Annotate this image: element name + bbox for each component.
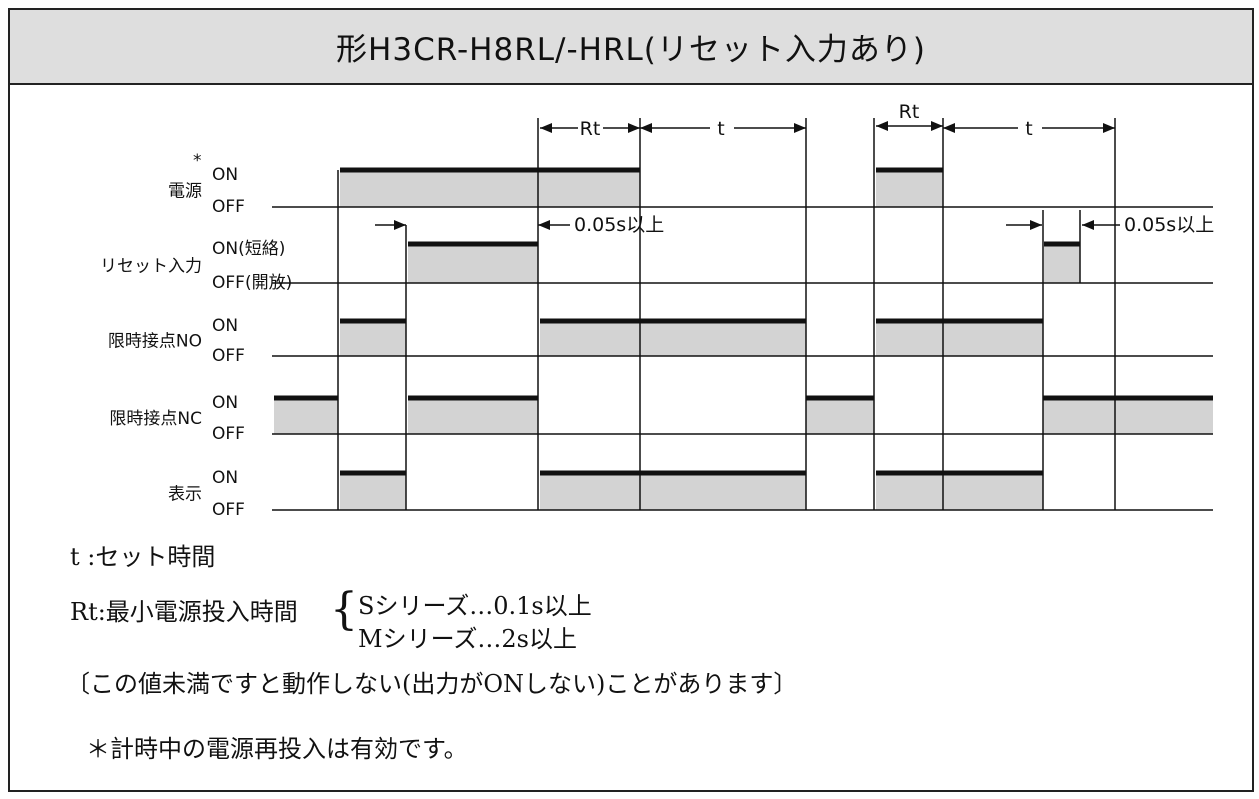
off-label: OFF (212, 424, 245, 444)
timing-rows: 電源ONOFF*リセット入力ON(短絡)OFF(開放)限時接点NOONOFF限時… (100, 151, 1213, 520)
pulse-fill (806, 398, 874, 434)
pulse-fill (340, 473, 406, 510)
on-label: ON (212, 165, 238, 185)
pulse-fill (1044, 244, 1080, 283)
rt-label: Rt (899, 101, 920, 123)
reset-min-dimension-1: 0.05s以上 (375, 214, 664, 236)
off-label: OFF (212, 197, 245, 217)
reset-min-label: 0.05s以上 (574, 214, 664, 236)
dimension-t-1: t (640, 118, 806, 140)
row-label: リセット入力 (100, 257, 202, 277)
pulse-fill (876, 473, 1043, 510)
dimension-rt-2: Rt (876, 101, 943, 131)
pulse-fill (340, 321, 406, 356)
pulse-fill (540, 321, 806, 356)
footnote-star: * (193, 151, 202, 171)
timing-row: 表示 ON OFF (168, 468, 1213, 520)
on-label: ON(短絡) (212, 239, 285, 259)
off-label: OFF(開放) (212, 273, 292, 293)
on-label: ON (212, 468, 238, 488)
pulse-fill (540, 473, 806, 510)
off-label: OFF (212, 500, 245, 520)
dimension-rt-1: Rt (540, 118, 640, 140)
pulse-fill (876, 170, 943, 207)
reset-min-label: 0.05s以上 (1124, 214, 1214, 236)
pulse-fill (1043, 398, 1213, 434)
off-label: OFF (212, 346, 245, 366)
time-markers (337, 118, 1116, 510)
dimension-t-2: t (943, 118, 1115, 140)
timing-row: リセット入力 ON(短絡) OFF(開放) (100, 239, 1213, 293)
pulse-fill (340, 170, 640, 207)
timing-row: 限時接点NC ON OFF (109, 393, 1213, 444)
title-bar: 形H3CR-H8RL/-HRL(リセット入力あり) (10, 10, 1252, 85)
on-label: ON (212, 316, 238, 336)
pulse-fill (274, 398, 338, 434)
row-label: 限時接点NO (108, 332, 202, 352)
pulse-fill (876, 321, 1043, 356)
row-label: 電源 (168, 182, 202, 202)
on-label: ON (212, 393, 238, 413)
pulse-fill (408, 244, 538, 283)
reset-min-dimension-2: 0.05s以上 (1006, 214, 1214, 236)
timing-row: 限時接点NO ON OFF (108, 316, 1213, 366)
timing-row: 電源 ON OFF * (168, 151, 1213, 217)
t-label: t (1025, 118, 1032, 140)
t-label: t (717, 118, 724, 140)
rt-label: Rt (580, 118, 601, 140)
row-label: 限時接点NC (109, 409, 202, 429)
pulse-fill (408, 398, 538, 434)
diagram-title: 形H3CR-H8RL/-HRL(リセット入力あり) (336, 32, 926, 68)
row-label: 表示 (168, 485, 202, 505)
